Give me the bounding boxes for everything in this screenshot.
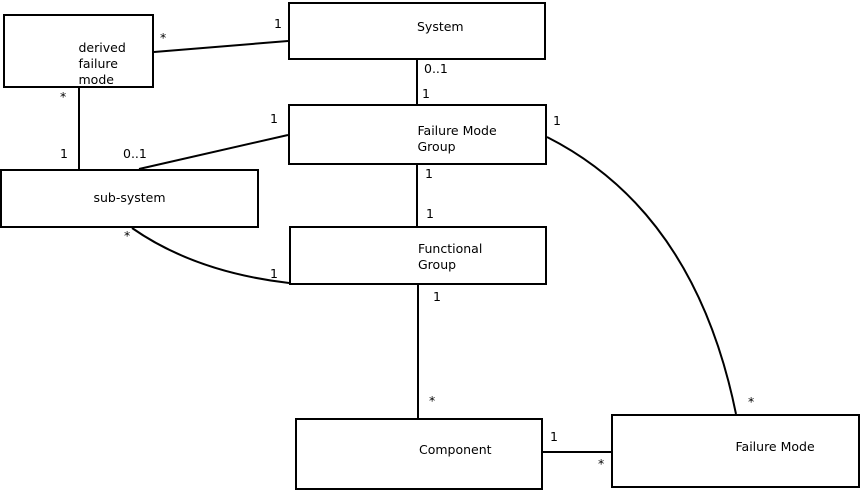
connector-sub-system-functional-group [131, 227, 290, 284]
card-derived-failure-mode-sub-system-from: * [60, 89, 67, 104]
connector-failure-mode-group-failure-mode [546, 136, 737, 415]
card-sub-system-functional-group-from: * [124, 228, 131, 243]
entity-system-label: System [417, 19, 464, 34]
card-system-failure-mode-group-from: 0..1 [424, 61, 448, 76]
entity-system: System [288, 2, 546, 60]
card-derived-failure-mode-system-to: 1 [274, 16, 282, 31]
card-component-failure-mode-to: * [598, 456, 605, 471]
entity-functional-group: Functional Group [289, 226, 547, 285]
entity-failure-mode-group-label-line1: Failure Mode [417, 123, 497, 138]
entity-component: Component [295, 418, 543, 490]
card-failure-mode-group-failure-mode-from: 1 [553, 113, 561, 128]
entity-derived-failure-mode: derived failure mode [3, 14, 154, 88]
card-functional-group-component-from: 1 [433, 289, 441, 304]
entity-functional-group-label-line1: Functional [418, 241, 483, 256]
card-sub-system-failure-mode-group-to: 1 [270, 111, 278, 126]
connector-derived-failure-mode-system [153, 40, 289, 53]
entity-derived-failure-mode-label-line2: failure [78, 56, 118, 71]
connector-sub-system-failure-mode-group [138, 134, 289, 170]
entity-derived-failure-mode-label-line3: mode [78, 72, 114, 87]
card-failure-mode-group-functional-group-from: 1 [425, 166, 433, 181]
entity-failure-mode: Failure Mode [611, 414, 860, 488]
card-system-failure-mode-group-to: 1 [422, 86, 430, 101]
entity-derived-failure-mode-label-line1: derived [78, 40, 126, 55]
card-failure-mode-group-functional-group-to: 1 [426, 206, 434, 221]
entity-sub-system-label: sub-system [93, 190, 166, 205]
card-component-failure-mode-from: 1 [550, 429, 558, 444]
entity-failure-mode-group: Failure Mode Group [288, 104, 547, 165]
entity-sub-system: sub-system [0, 169, 259, 228]
entity-failure-mode-group-label-line2: Group [417, 139, 456, 154]
entity-component-label: Component [419, 442, 492, 457]
card-sub-system-functional-group-to: 1 [270, 266, 278, 281]
card-functional-group-component-to: * [429, 393, 436, 408]
card-failure-mode-group-failure-mode-to: * [748, 394, 755, 409]
card-derived-failure-mode-system-from: * [160, 30, 167, 45]
entity-failure-mode-label: Failure Mode [735, 439, 815, 454]
card-derived-failure-mode-sub-system-to: 1 [60, 146, 68, 161]
card-sub-system-failure-mode-group-from: 0..1 [123, 146, 147, 161]
entity-functional-group-label-line2: Group [418, 257, 457, 272]
